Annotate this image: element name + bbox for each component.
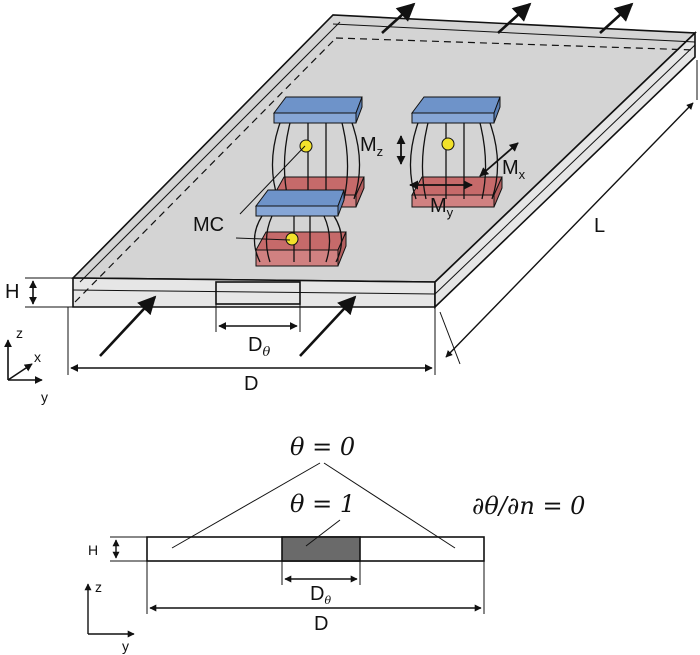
Mz-label: Mz [360,134,383,159]
inflow-arrows [99,295,357,357]
theta0-label: θ = 0 [290,433,355,461]
D-label: D [244,373,258,395]
H-dimension-2d [110,536,147,562]
mc-leaders [235,145,306,241]
magnet-device-1 [271,96,365,208]
axes-triad-3d [4,339,43,384]
axes-2d [84,583,135,638]
MC-label: MC [193,214,224,236]
bc-label: ∂θ/∂n = 0 [472,492,585,520]
axis-y-label: y [41,389,48,405]
axis-z-label: z [16,325,23,341]
heat-source-region [281,536,361,562]
axis-z-label-2d: z [95,579,102,595]
axis-x-label: x [34,349,41,365]
mc-particle [299,139,313,153]
plate-3d [71,14,697,309]
magnet-device-3 [253,189,347,267]
Dtheta-label-2d: Dθ [310,583,331,607]
D-dimension-2d [146,561,485,614]
H-label-2d: H [88,542,98,558]
H-dimension-3d [25,277,73,308]
D-label-2d: D [314,613,328,635]
Dtheta-dimension-3d [215,304,301,332]
outflow-arrows [381,2,634,34]
channel-outline [215,281,301,305]
Dtheta-dimension-2d [281,561,361,585]
D-dimension-3d [67,307,436,375]
hidden-edge [74,37,337,303]
cross-section [84,462,485,638]
My-label: My [430,195,454,220]
plate-top-face [71,14,697,283]
L-label: L [594,215,605,237]
mc-particle [285,232,299,246]
theta1-label: θ = 1 [290,490,355,518]
L-dimension [439,60,698,365]
Dtheta-label: Dθ [248,334,270,360]
H-label: H [5,281,19,303]
Mx-label: Mx [502,157,526,182]
mc-particle [441,137,455,151]
axis-y-label-2d: y [122,638,129,654]
